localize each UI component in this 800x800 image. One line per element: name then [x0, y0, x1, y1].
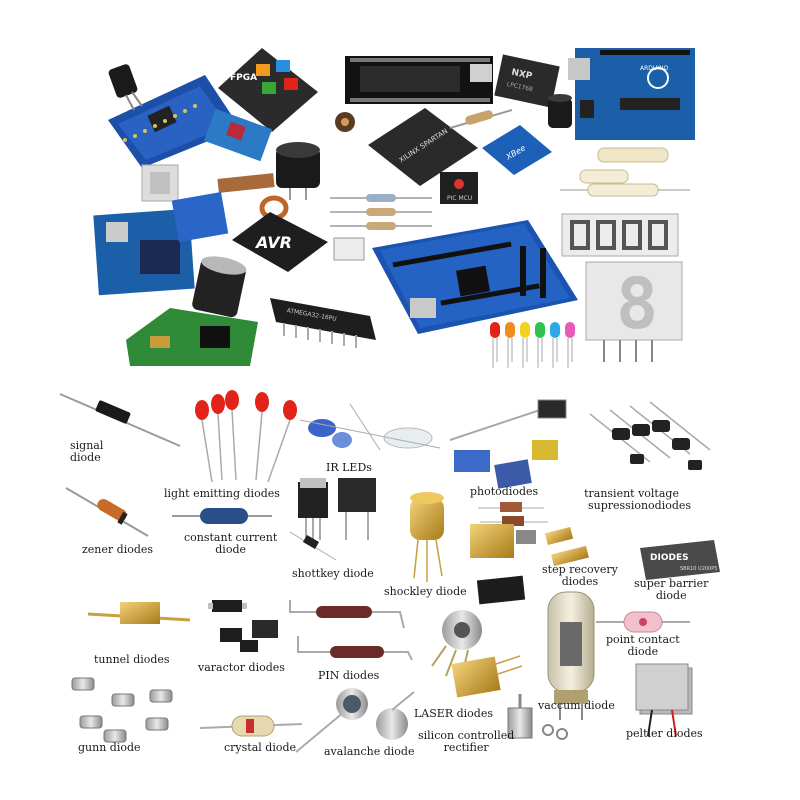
- ir-leds-image: [299, 403, 441, 451]
- label-gunn-diode: gunn diode: [78, 741, 141, 754]
- avalanche-diode-image: [295, 688, 415, 753]
- varactor-diodes-image: [208, 600, 278, 652]
- constant-current-diode-image: [172, 508, 272, 524]
- sensor-breakout: [203, 108, 273, 162]
- shockley-diode-image: [410, 492, 444, 582]
- label-photodiodes: photodiodes: [470, 485, 539, 498]
- crystal-diode-image: [199, 715, 303, 737]
- inductor-large: [276, 142, 320, 200]
- label-signal-diode: signal diode: [70, 439, 104, 464]
- label-super-barrier-diode: super barrier diode: [634, 577, 709, 602]
- fpga-text: FPGA: [230, 73, 257, 83]
- zener-diode-image: [65, 487, 149, 537]
- schottky-diode-image: [289, 478, 376, 561]
- led-orange: [505, 322, 515, 368]
- seven-seg-digit: 8: [616, 263, 658, 345]
- toroid-inductor-small: [335, 112, 355, 132]
- vacuum-diode-image: [547, 591, 595, 720]
- signal-diode-image: [59, 393, 181, 447]
- red-leds-image: [195, 390, 297, 483]
- avr-text: AVR: [254, 233, 292, 252]
- sbr-part-text: SBR10 U200P5: [680, 566, 717, 572]
- film-capacitors: [560, 147, 690, 197]
- label-tunnel-diodes: tunnel diodes: [94, 653, 170, 666]
- electrolytic-capacitor: [108, 64, 143, 111]
- arduino-uno-board: ARDUINO: [568, 48, 695, 140]
- pic-text: PIC MCU: [447, 195, 472, 202]
- large-electrolytic-capacitor: [192, 256, 247, 318]
- label-step-recovery-diodes: step recovery diodes: [542, 563, 618, 588]
- fpga-chip: FPGA: [218, 48, 318, 132]
- avr-chip: AVR: [232, 212, 328, 272]
- label-pin-diodes: PIN diodes: [318, 669, 380, 682]
- tunnel-diode-image: [87, 602, 191, 624]
- pic-mcu-chip: PIC MCU: [440, 172, 478, 204]
- step-recovery-diode-image: [470, 502, 589, 605]
- photodiodes-image: [449, 399, 567, 489]
- smd-component: [333, 237, 365, 261]
- led-red: [490, 322, 500, 368]
- pin-diodes-image: [289, 600, 413, 661]
- nxp-text: NXP: [510, 68, 533, 82]
- seven-segment-single: 8: [585, 261, 683, 362]
- super-barrier-diode-image: DIODES SBR10 U200P5: [640, 540, 720, 580]
- power-inductor: [548, 94, 572, 128]
- arduino-due-board: [93, 208, 195, 296]
- label-shottkey-diode: shottkey diode: [292, 567, 374, 580]
- led-yellow: [520, 322, 530, 368]
- arduino-text: ARDUINO: [640, 65, 669, 72]
- label-peltier-diodes: peltier diodes: [626, 727, 703, 740]
- point-contact-diode-image: [596, 611, 690, 633]
- diodes-inc-text: DIODES: [650, 553, 689, 563]
- label-silicon-controlled-rectifier: silicon controlled rectifier: [418, 729, 515, 754]
- peltier-diode-image: [635, 663, 693, 737]
- seven-segment-4-digit: [561, 213, 679, 257]
- label-ir-leds: IR LEDs: [326, 461, 372, 474]
- led-pink: [565, 322, 575, 368]
- label-crystal-diode: crystal diode: [224, 741, 297, 754]
- led-row: [490, 322, 575, 368]
- tvs-diodes-image: [589, 401, 711, 470]
- microcontroller-dev-board: [345, 56, 493, 104]
- green-proto-board: [126, 308, 258, 366]
- label-constant-current-diode: constant current diode: [184, 531, 278, 556]
- led-blue: [550, 322, 560, 368]
- label-transient-voltage: transient voltage supressionodiodes: [584, 487, 692, 512]
- blue-dev-board: [372, 220, 578, 334]
- label-varactor-diodes: varactor diodes: [198, 661, 285, 674]
- relay-clear: [141, 164, 179, 202]
- label-shockley-diode: shockley diode: [384, 585, 467, 598]
- resistor-network: [217, 173, 275, 193]
- label-point-contact-diode: point contact diode: [606, 633, 680, 658]
- arduino-nano-board: [108, 75, 240, 168]
- scr-image: [507, 694, 568, 740]
- resistors-stack: [330, 194, 432, 230]
- label-laser-diodes: LASER diodes: [414, 707, 493, 720]
- dip-chip-atmega: ATMEGA32-16PU: [270, 298, 376, 348]
- xbee-module: XBee: [482, 125, 552, 175]
- label-light-emitting-diodes: light emitting diodes: [164, 487, 280, 500]
- label-zener-diodes: zener diodes: [82, 543, 154, 556]
- laser-diodes-image: [431, 610, 523, 698]
- label-vaccum-diode: vaccum diode: [538, 699, 615, 712]
- gunn-diodes-image: [71, 677, 173, 743]
- relay-blue: [171, 191, 229, 243]
- resistor-diagonal: [449, 109, 513, 129]
- nxp-chip: NXP LPC1768: [494, 54, 560, 108]
- label-avalanche-diode: avalanche diode: [324, 745, 415, 758]
- led-green: [535, 322, 545, 368]
